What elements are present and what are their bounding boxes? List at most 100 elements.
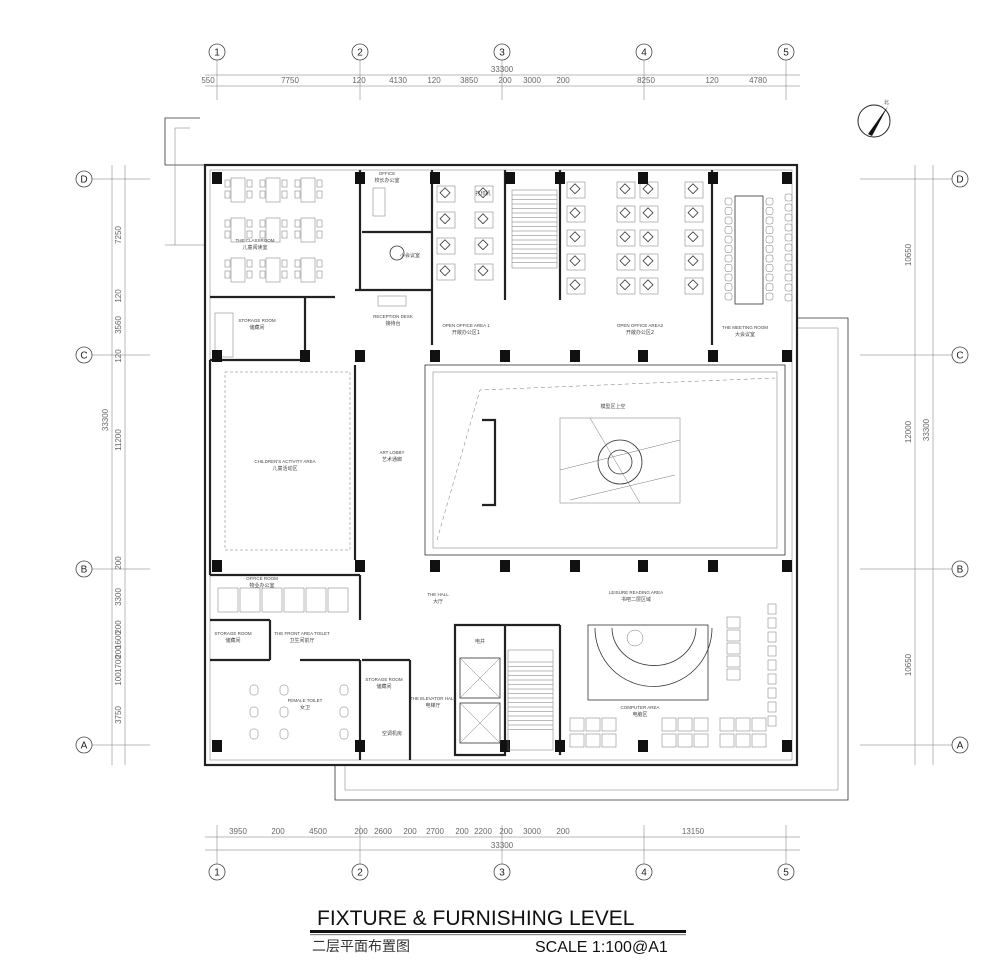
dim-left-segment: 200 — [114, 620, 123, 634]
workstation — [616, 181, 636, 199]
classroom-chair — [224, 270, 231, 279]
title-block: FIXTURE & FURNISHING LEVEL 二层平面布置图 SCALE… — [310, 907, 686, 956]
classroom-chair — [224, 259, 231, 268]
amphitheater-seating — [587, 624, 713, 701]
workstation — [616, 205, 636, 223]
classroom-chair — [294, 179, 301, 188]
room-label-computer-area-cn: 电脑区 — [632, 711, 647, 718]
office-chair — [619, 231, 631, 243]
room-label-office-room: OFFICE ROOM — [246, 576, 278, 581]
meeting-chair — [784, 193, 793, 202]
meeting-chair — [724, 273, 733, 282]
office-chair — [439, 265, 451, 277]
room-label-void: 模型区上空 — [600, 403, 625, 410]
column — [300, 350, 310, 362]
interior-walls — [208, 170, 786, 760]
dim-left-segment: 11200 — [114, 429, 123, 451]
dim-left-segment: 3750 — [114, 706, 123, 724]
grid-label-3: 3 — [499, 868, 505, 879]
workstation — [639, 181, 659, 199]
room-label-reception-cn: 接待台 — [385, 320, 400, 327]
bookshelf — [726, 642, 741, 655]
office-chair — [687, 183, 699, 195]
reading-seat — [767, 659, 777, 671]
dim-bottom-segment: 200 — [556, 827, 570, 836]
room-label-office-cn: 校长办公室 — [374, 177, 399, 184]
office-chair — [619, 255, 631, 267]
column — [782, 350, 792, 362]
meeting-chair — [724, 292, 733, 301]
room-label-female-toilet-cn: 女卫 — [300, 704, 310, 711]
room-label-hall-cn: 大厅 — [433, 598, 443, 605]
column — [500, 740, 510, 752]
toilet — [339, 728, 349, 740]
workstation — [639, 253, 659, 271]
drawing-title-cn: 二层平面布置图 — [312, 939, 410, 955]
dim-top-segment: 8250 — [637, 76, 655, 85]
dim-bottom-segment: 3950 — [229, 827, 247, 836]
meeting-chair — [724, 264, 733, 272]
dim-left-segment: 1600 — [114, 631, 123, 649]
meeting-chair — [784, 283, 793, 292]
office-chair — [619, 183, 631, 195]
room-label-toilet-front-cn: 卫生间前厅 — [289, 637, 314, 644]
column — [555, 740, 565, 752]
room-label-open-office-1-cn: 开敞办公区1 — [452, 329, 480, 336]
grid-bubble-B — [951, 560, 969, 578]
workstation — [566, 229, 586, 247]
dim-bottom-segment: 2700 — [426, 827, 444, 836]
grid-bubble-3 — [493, 863, 511, 881]
meeting-chair — [724, 254, 733, 263]
bookshelf — [726, 655, 741, 668]
grid-bubble-2 — [351, 43, 369, 61]
grid-bubble-C — [951, 346, 969, 364]
office-chair — [619, 207, 631, 219]
room-label-reception: RECEPTION DESK — [373, 314, 413, 319]
grid-bubble-D — [75, 170, 93, 188]
meeting-chair — [724, 197, 733, 206]
room-label-printer: 打印机 — [475, 190, 490, 197]
room-label-computer-area: COMPUTER AREA — [620, 705, 659, 710]
meeting-chair — [765, 226, 774, 234]
classroom-desk — [230, 217, 246, 243]
workstation — [474, 211, 494, 229]
room-label-storage-top: STORAGE ROOM — [238, 318, 275, 323]
room-label-art-lobby-cn: 艺术通廊 — [382, 456, 402, 463]
dim-top-segment: 3000 — [523, 76, 541, 85]
storage-shelf — [214, 312, 234, 358]
workstation — [684, 181, 704, 199]
dim-top-segment: 7750 — [281, 76, 299, 85]
workstation — [566, 205, 586, 223]
room-label-classroom-cn: 儿童阅读室 — [242, 244, 267, 251]
classroom-chair — [246, 179, 253, 188]
classroom-chair — [294, 219, 301, 228]
classroom-chair — [281, 190, 288, 199]
workstation — [639, 205, 659, 223]
grid-bubble-5 — [777, 43, 795, 61]
classroom-chair — [316, 259, 323, 268]
computer-desk — [735, 733, 751, 748]
computer-desk — [601, 717, 617, 732]
model-display — [436, 377, 776, 541]
north-label: 北 — [884, 99, 889, 106]
grid-label-4: 4 — [641, 48, 647, 59]
meeting-chair — [724, 283, 733, 291]
classroom-chair — [316, 270, 323, 279]
classroom-chair — [281, 179, 288, 188]
workstation — [436, 263, 456, 281]
workstation — [474, 185, 494, 203]
workstation — [436, 211, 456, 229]
classroom-chair — [281, 219, 288, 228]
dim-right-total: 33300 — [922, 418, 931, 441]
dim-bottom-segment: 2600 — [374, 827, 392, 836]
workstation — [566, 181, 586, 199]
grid-label-C: C — [80, 351, 87, 362]
meeting-chair — [784, 203, 793, 212]
office-chair — [569, 207, 581, 219]
column — [570, 560, 580, 572]
office-chair — [642, 255, 654, 267]
computer-desk — [719, 733, 735, 748]
dim-right-segment: 12000 — [904, 420, 913, 443]
column — [505, 172, 515, 184]
workstation — [474, 263, 494, 281]
